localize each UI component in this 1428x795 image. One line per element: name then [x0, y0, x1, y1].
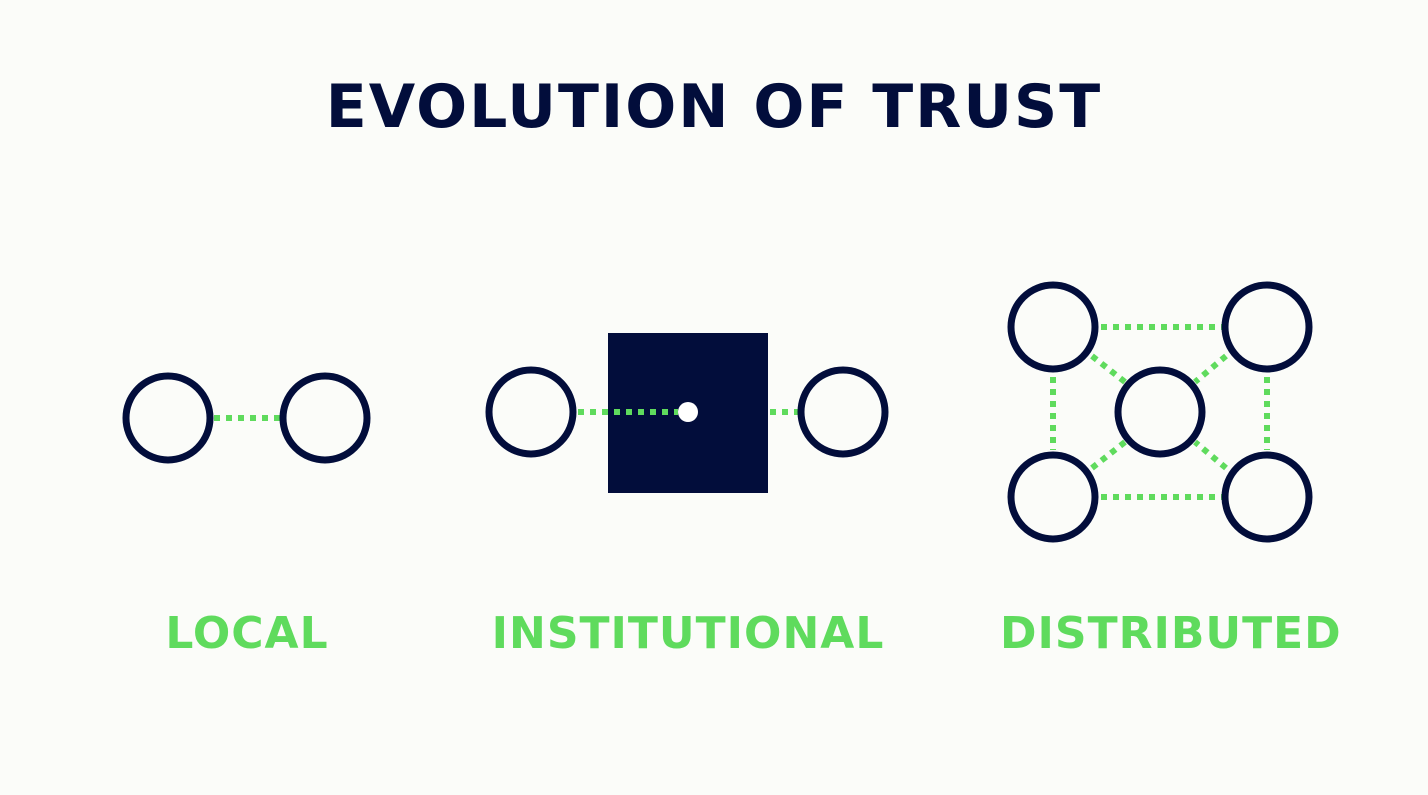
- label-local: LOCAL: [165, 608, 329, 659]
- local-node-left: [122, 372, 214, 464]
- label-distributed: DISTRIBUTED: [1000, 608, 1342, 659]
- distributed-node-top-left: [1007, 281, 1099, 373]
- distributed-link-diag-tr: [1193, 353, 1228, 385]
- distributed-link-diag-bl: [1090, 439, 1127, 471]
- institution-center-dot: [678, 402, 698, 422]
- slide-title: EVOLUTION OF TRUST: [325, 72, 1103, 142]
- institutional-node-left: [485, 366, 577, 458]
- institutional-model: [485, 333, 889, 493]
- distributed-node-bottom-right: [1221, 451, 1313, 543]
- distributed-node-top-right: [1221, 281, 1313, 373]
- distributed-link-diag-tl: [1090, 353, 1127, 385]
- distributed-node-center: [1114, 366, 1206, 458]
- local-model: [122, 372, 371, 464]
- distributed-model: [1007, 281, 1313, 543]
- distributed-node-bottom-left: [1007, 451, 1099, 543]
- distributed-link-diag-br: [1193, 439, 1228, 471]
- local-node-right: [279, 372, 371, 464]
- institutional-node-right: [797, 366, 889, 458]
- label-institutional: INSTITUTIONAL: [491, 608, 885, 659]
